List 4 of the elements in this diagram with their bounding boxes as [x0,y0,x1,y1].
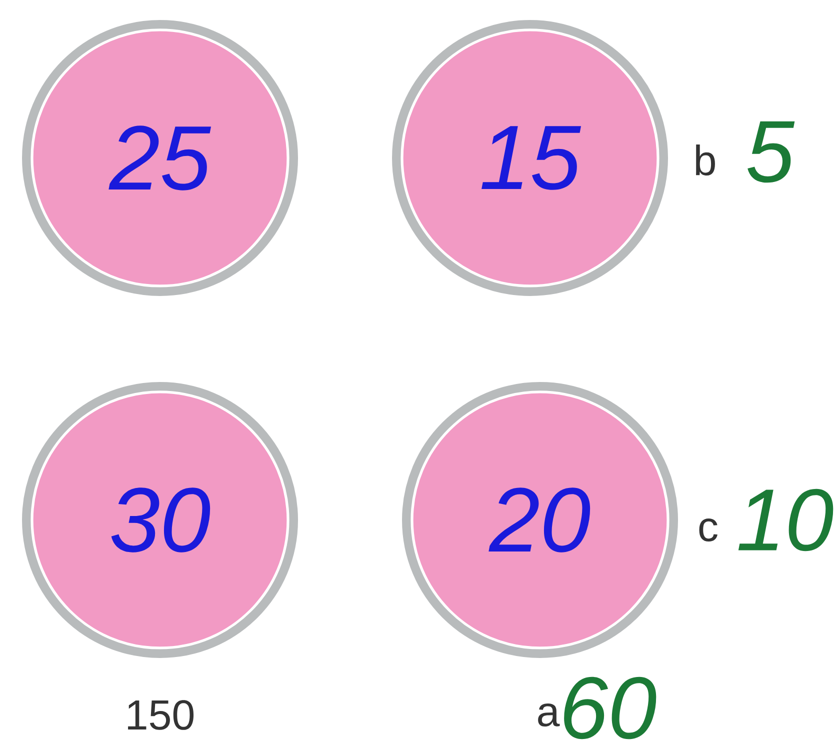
handwritten-number: 5 [748,121,795,183]
printed-label: 150 [128,700,194,730]
printed-label: a [538,703,560,727]
handwritten-number: 10 [738,488,834,552]
